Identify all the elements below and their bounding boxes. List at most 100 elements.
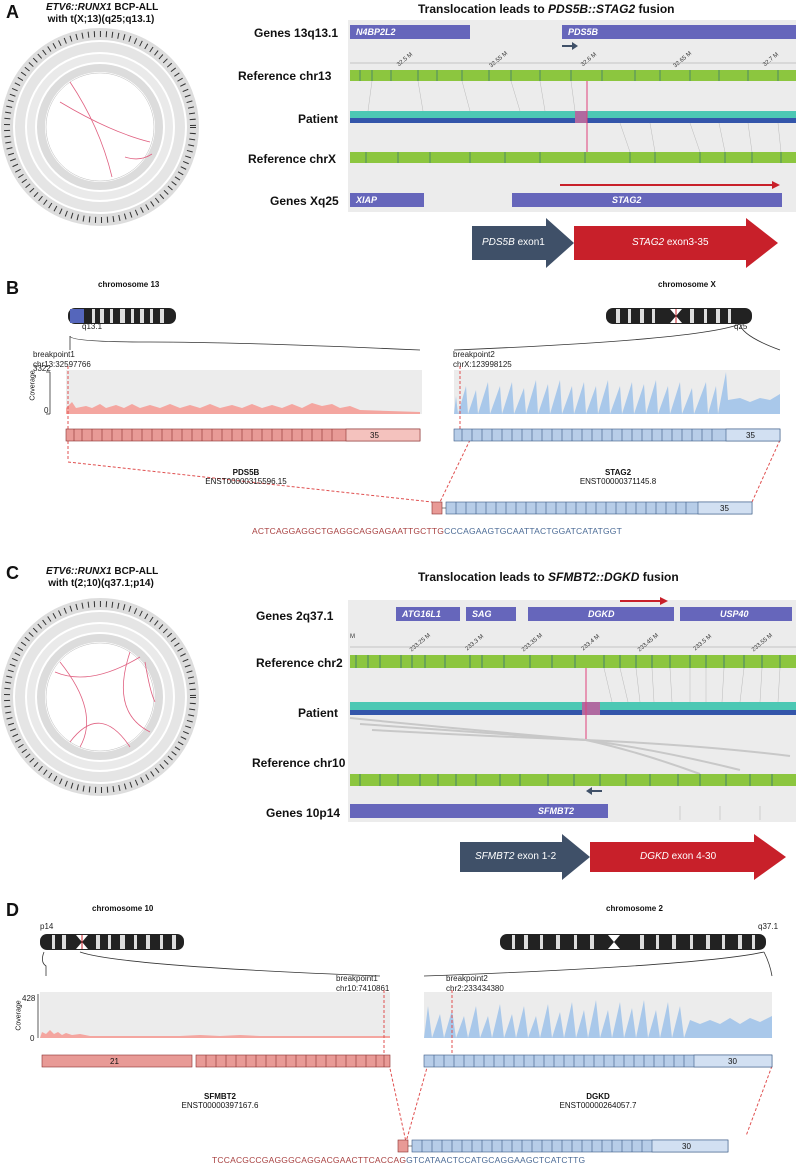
transcript-id-pds5b: ENST00000315596.15 <box>205 477 287 486</box>
track-label-ref-chr2: Reference chr2 <box>256 656 343 670</box>
breakpoint1-b-pos: chr13:32597766 <box>33 360 91 369</box>
fusion-title-a-pre: Translocation leads to <box>418 2 549 16</box>
junction-seq-d-5p: TCCACGCCGAGGGCAGGACGAACTTCACCAG <box>212 1155 407 1165</box>
track-label-genes-13q: Genes 13q13.1 <box>254 26 339 40</box>
circos-title-a-translocation: with t(X;13)(q25;q13.1) <box>47 14 155 25</box>
track-label-ref-chr13: Reference chr13 <box>238 69 332 83</box>
gene-stag2: STAG2 <box>512 193 782 207</box>
gene-xiap: XIAP <box>350 193 424 207</box>
track-label-ref-chr10: Reference chr10 <box>252 756 346 770</box>
exon-35-b-right: 35 <box>746 431 755 440</box>
junction-sequence-b: ACTCAGGAGGCTGAGGCAGGAGAATTGCTTGCCCAGAAGT… <box>252 526 622 536</box>
track-label-genes-xq: Genes Xq25 <box>270 194 339 208</box>
fusion-arrow-a-right-gene: STAG2 <box>632 237 665 248</box>
gene-n4bp2l2: N4BP2L2 <box>350 25 470 39</box>
track-label-patient-a: Patient <box>298 112 339 126</box>
fusion-title-c: Translocation leads to SFMBT2::DGKD fusi… <box>418 570 679 584</box>
gene-usp40: USP40 <box>680 607 792 621</box>
circos-title-c-type: BCP-ALL <box>111 566 159 577</box>
track-label-genes-10p: Genes 10p14 <box>266 806 341 820</box>
band-label-d-left: p14 <box>40 922 54 931</box>
gene-name-dgkd: DGKD <box>586 1092 610 1101</box>
panel-label-d: D <box>6 900 19 920</box>
coverage-max-b: 3322 <box>33 364 51 373</box>
fusion-arrow-c-right-gene: DGKD <box>640 851 669 862</box>
fusion-arrow-c-left-exon: exon 1-2 <box>514 851 557 862</box>
gene-structure-b <box>46 308 781 515</box>
track-label-patient-c: Patient <box>298 706 339 720</box>
gene-name-stag2: STAG2 <box>604 468 632 477</box>
panel-label-a: A <box>6 2 19 22</box>
coverage-min-b: 0 <box>44 406 49 415</box>
circos-plot-c <box>1 598 199 796</box>
coverage-max-d: 428 <box>22 994 36 1003</box>
fusion-arrow-c-right-exon: exon 4-30 <box>668 851 717 862</box>
fusion-title-a-post: fusion <box>635 2 675 16</box>
band-label-d-right: q37.1 <box>758 922 779 931</box>
exon-35-b-fused: 35 <box>720 504 729 513</box>
circos-title-c-fusion: ETV6::RUNX1 <box>46 566 112 577</box>
track-label-genes-2q: Genes 2q37.1 <box>256 609 334 623</box>
chrom-label-d-left: chromosome 10 <box>92 904 154 913</box>
fusion-arrow-a-left: PDS5B exon1 <box>482 237 545 248</box>
fusion-arrow-c-left: SFMBT2 exon 1-2 <box>475 851 556 862</box>
band-label-b-left: q13.1 <box>82 322 103 331</box>
circos-title-c: ETV6::RUNX1 BCP-ALL with t(2;10)(q37.1;p… <box>46 566 159 590</box>
chrom-label-b-left: chromosome 13 <box>98 280 160 289</box>
panel-label-b: B <box>6 278 19 298</box>
circos-title-a-type: BCP-ALL <box>111 2 159 13</box>
chrom-label-b-right: chromosome X <box>658 280 716 289</box>
junction-seq-b-3p: CCCAGAAGTGCAATTACTGGATCATATGGT <box>444 526 622 536</box>
fusion-arrow-a-left-gene: PDS5B <box>482 237 515 248</box>
exon-30-d-right: 30 <box>728 1057 737 1066</box>
breakpoint1-d-pos: chr10:7410861 <box>336 984 390 993</box>
fusion-arrow-c-right: DGKD exon 4-30 <box>640 851 716 862</box>
breakpoint2-b-pos: chrX:123998125 <box>453 360 512 369</box>
breakpoint2-d-pos: chr2:233434380 <box>446 984 504 993</box>
gene-name-pds5b: PDS5B <box>232 468 260 477</box>
circos-title-a: ETV6::RUNX1 BCP-ALL with t(X;13)(q25;q13… <box>46 2 159 26</box>
transcript-id-dgkd: ENST00000264057.7 <box>559 1101 637 1110</box>
exon-30-d-fused: 30 <box>682 1142 691 1151</box>
circos-title-c-translocation: with t(2;10)(q37.1;p14) <box>48 578 154 589</box>
chrom-label-d-right: chromosome 2 <box>606 904 663 913</box>
fusion-arrow-a-left-exon: exon1 <box>514 237 545 248</box>
junction-seq-b-5p: ACTCAGGAGGCTGAGGCAGGAGAATTGCTTG <box>252 526 445 536</box>
fusion-arrow-a-right: STAG2 exon3-35 <box>632 237 709 248</box>
fusion-title-a-genes: PDS5B::STAG2 <box>548 2 636 16</box>
fusion-title-a: Translocation leads to PDS5B::STAG2 fusi… <box>418 2 674 16</box>
transcript-id-stag2: ENST00000371145.8 <box>579 477 657 486</box>
fusion-title-c-genes: SFMBT2::DGKD <box>548 570 640 584</box>
gene-sag: SAG <box>466 607 516 621</box>
breakpoint2-d-label: breakpoint2 <box>446 974 488 983</box>
gene-sfmbt2: SFMBT2 <box>350 804 608 818</box>
gene-structure-d <box>37 934 773 1153</box>
junction-sequence-d: TCCACGCCGAGGGCAGGACGAACTTCACCAGGTCATAACT… <box>212 1155 585 1165</box>
fusion-arrow-a-right-exon: exon3-35 <box>664 237 709 248</box>
gene-dgkd: DGKD <box>528 607 674 621</box>
fusion-title-c-post: fusion <box>639 570 679 584</box>
coverage-min-d: 0 <box>30 1034 35 1043</box>
gene-name-sfmbt2: SFMBT2 <box>204 1092 236 1101</box>
circos-title-a-fusion: ETV6::RUNX1 <box>46 2 112 13</box>
junction-seq-d-3p: GTCATAACTCCATGCAGGAAGCTCATCTTG <box>406 1155 586 1165</box>
breakpoint1-d-label: breakpoint1 <box>336 974 378 983</box>
gene-atg16l1: ATG16L1 <box>396 607 460 621</box>
breakpoint1-b-label: breakpoint1 <box>33 350 75 359</box>
circos-plot-a <box>1 28 199 226</box>
browser-tracks-a <box>350 42 796 268</box>
panel-label-c: C <box>6 563 19 583</box>
breakpoint2-b-label: breakpoint2 <box>453 350 495 359</box>
track-label-ref-chrx: Reference chrX <box>248 152 337 166</box>
exon-35-b-left: 35 <box>370 431 379 440</box>
exon-21-d: 21 <box>110 1057 119 1066</box>
fusion-title-c-pre: Translocation leads to <box>418 570 549 584</box>
